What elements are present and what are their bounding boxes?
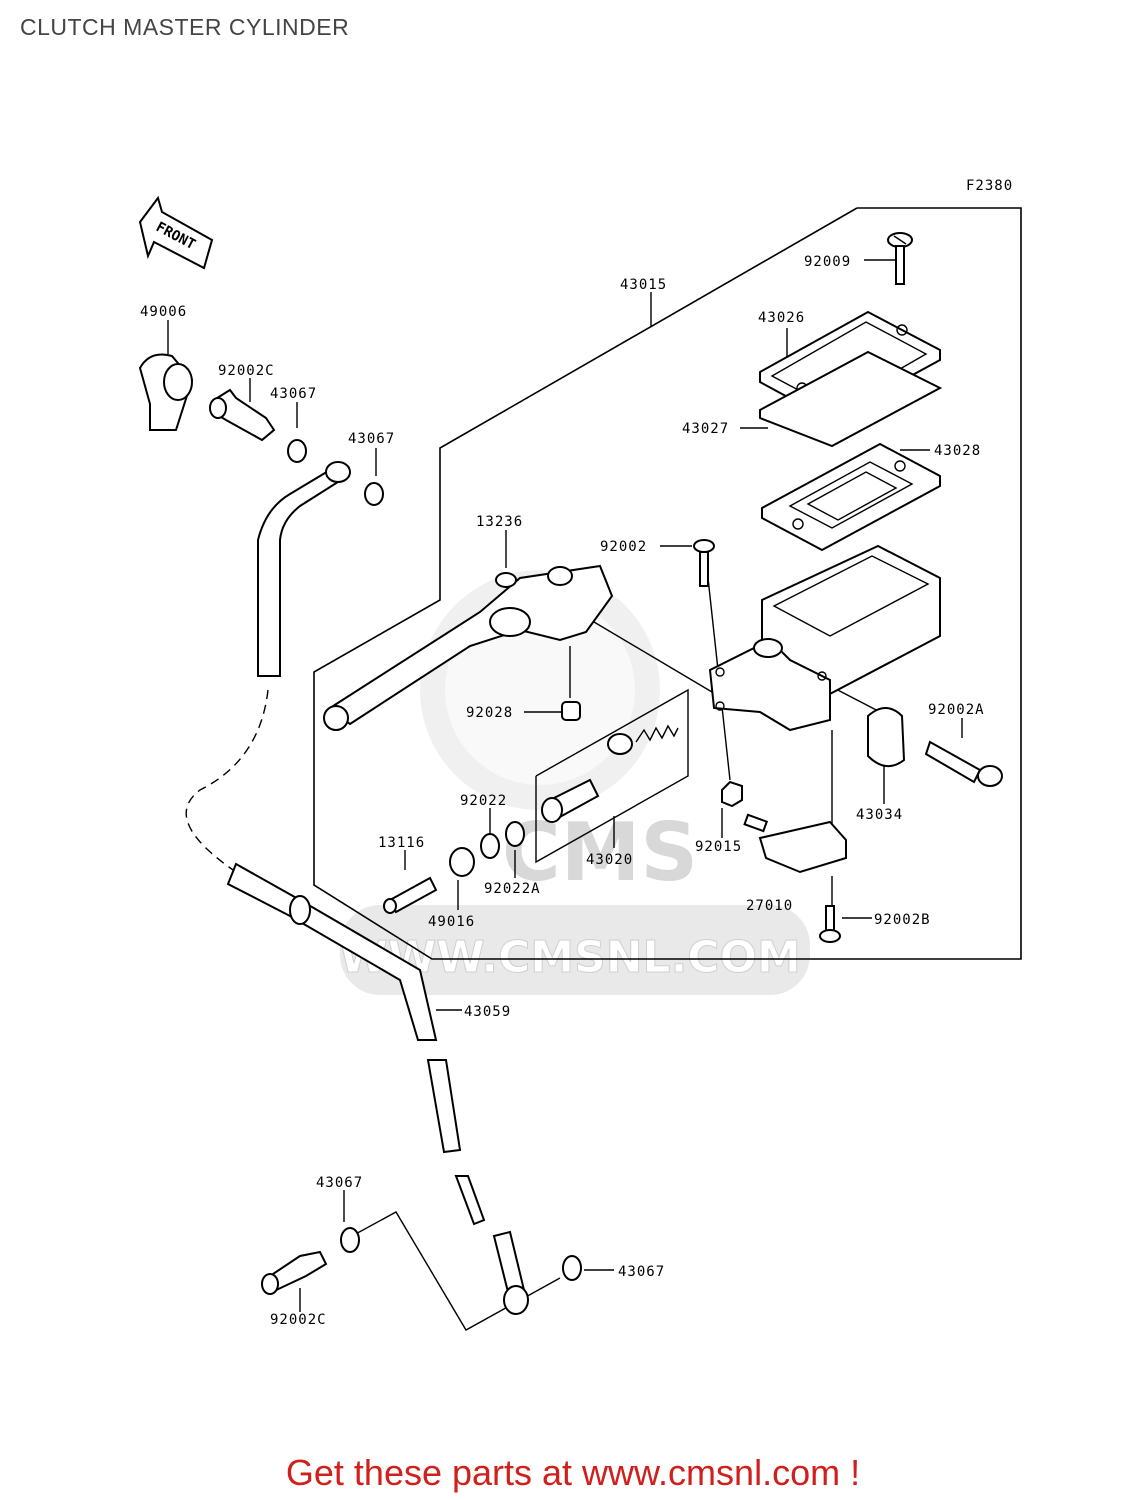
washer-43067-c	[340, 1227, 360, 1253]
part-label: 92009	[804, 254, 851, 270]
part-label: 92002A	[928, 702, 985, 718]
washer-43067-b	[364, 482, 384, 506]
banjo-bolt-92002c-bottom	[261, 1250, 328, 1295]
washer-43067-d	[562, 1255, 582, 1281]
boot-49016	[449, 847, 475, 877]
bolt-92002a	[924, 740, 1003, 787]
part-label: 92022A	[484, 881, 541, 897]
part-label: 43067	[270, 386, 317, 402]
part-label: 92002C	[270, 1312, 327, 1328]
reservoir-diaphragm	[761, 442, 941, 552]
screw-92009	[887, 232, 913, 285]
part-labels: 49006 92002C 43067 43067 43015 92009 430…	[140, 254, 985, 1328]
part-label: 13116	[378, 835, 425, 851]
part-label: 43059	[464, 1004, 511, 1020]
part-label: 13236	[476, 514, 523, 530]
piston-assembly-43020	[541, 724, 679, 823]
watermark-logo: CMS	[502, 806, 698, 899]
master-cylinder-body	[708, 544, 941, 732]
front-arrow-icon: FRONT	[138, 195, 214, 270]
part-label: 43067	[348, 431, 395, 447]
part-label: 49016	[428, 914, 475, 930]
figure-code: F2380	[966, 178, 1013, 194]
part-label: 43028	[934, 443, 981, 459]
clutch-lever	[323, 564, 614, 731]
washer-43067-a	[287, 439, 307, 463]
part-label: 92022	[460, 793, 507, 809]
washer-92022a	[505, 821, 525, 847]
part-label: 49006	[140, 304, 187, 320]
leader-lines	[167, 259, 963, 1331]
reservoir-plate	[759, 350, 943, 448]
bushing-92028	[561, 701, 581, 721]
part-label: 43026	[758, 310, 805, 326]
clutch-hose-43059	[185, 461, 529, 1315]
screw-92002b	[819, 905, 841, 943]
part-label: 92028	[466, 705, 513, 721]
part-label: 43067	[618, 1264, 665, 1280]
switch-27010	[743, 813, 847, 874]
part-label: 43067	[316, 1175, 363, 1191]
cmsnl-watermark: CMS WWW.CMSNL.COM	[339, 570, 810, 995]
push-rod-13116	[383, 876, 438, 914]
cap-49006	[138, 353, 194, 431]
part-label: 43034	[856, 807, 903, 823]
promo-footer[interactable]: Get these parts at www.cmsnl.com !	[285, 1452, 861, 1493]
clamp-43034	[867, 707, 906, 767]
page-title: CLUTCH MASTER CYLINDER	[20, 14, 350, 40]
banjo-bolt-92002c-top	[209, 388, 276, 442]
part-label: 92002	[600, 539, 647, 555]
screw-92002	[693, 539, 715, 587]
circlip-92022	[480, 833, 500, 859]
part-label: 43020	[586, 852, 633, 868]
assembly-43015-outline	[313, 207, 1022, 960]
part-label: 92002C	[218, 363, 275, 379]
part-label: 92015	[695, 839, 742, 855]
part-label: 43027	[682, 421, 729, 437]
part-label: 92002B	[874, 912, 931, 928]
nut-92015	[721, 780, 743, 808]
part-label: 27010	[746, 898, 793, 914]
part-label: 43015	[620, 277, 667, 293]
